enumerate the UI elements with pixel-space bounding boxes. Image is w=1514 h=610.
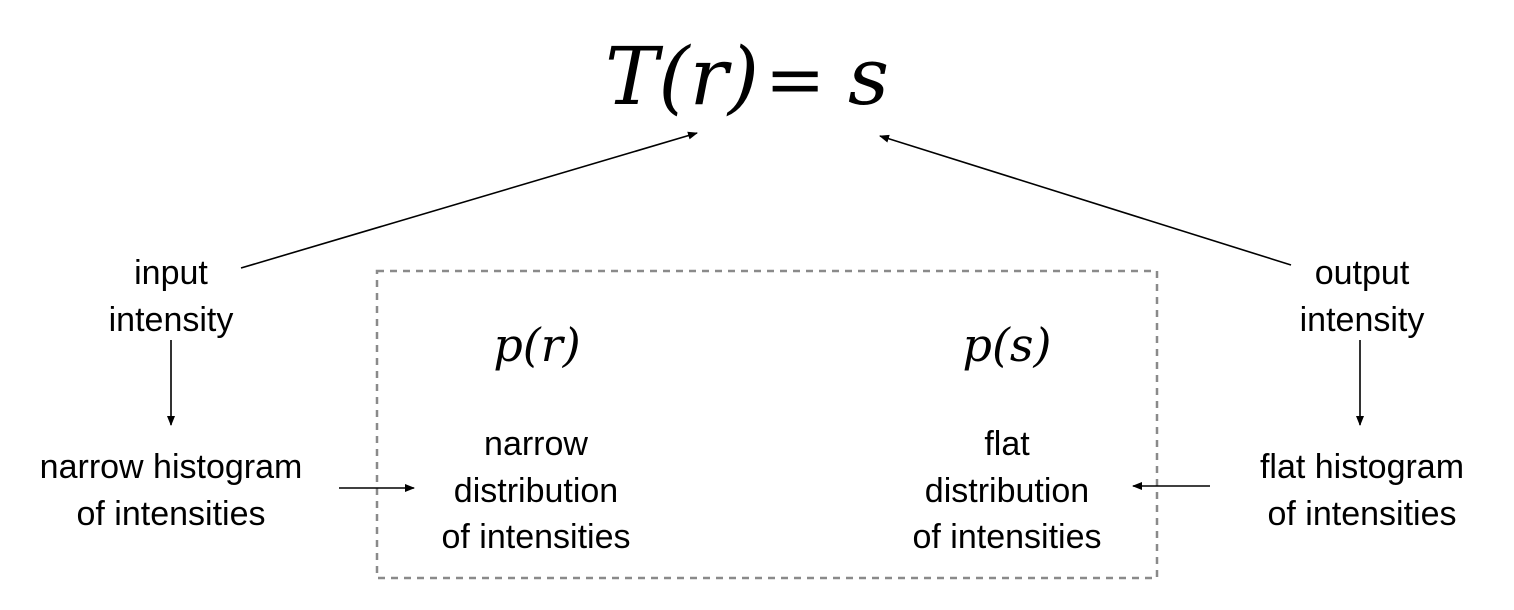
flat-histogram-line2: of intensities <box>1268 495 1457 533</box>
output-intensity-line1: output <box>1315 254 1410 292</box>
output-intensity-line2: intensity <box>1300 301 1425 339</box>
arrow-output-to-equation <box>879 134 1292 266</box>
input-distribution-group: p(r) narrow distribution of intensities <box>442 318 631 556</box>
narrow-histogram-line1: narrow histogram <box>40 448 303 486</box>
distribution-box <box>375 269 1159 580</box>
arrow-input-to-equation <box>240 131 698 269</box>
equation-equals: = <box>765 37 825 121</box>
flat-histogram-line1: flat histogram <box>1260 448 1464 486</box>
flat-distribution-line1: flat <box>984 425 1030 463</box>
input-intensity-line1: input <box>134 254 208 292</box>
output-intensity-label: output intensity <box>1300 254 1425 339</box>
equation-lhs: T(r) <box>605 30 759 123</box>
flat-distribution-line2: distribution <box>925 472 1089 510</box>
narrow-distribution-line1: narrow <box>484 425 588 463</box>
equation-rhs: s <box>848 30 889 123</box>
transform-equation: T(r) = s <box>605 30 889 123</box>
flat-distribution-line3: of intensities <box>913 518 1102 556</box>
narrow-histogram-label: narrow histogram of intensities <box>40 448 303 533</box>
p-of-r-symbol: p(r) <box>493 318 580 372</box>
output-distribution-group: p(s) flat distribution of intensities <box>913 318 1102 556</box>
narrow-histogram-line2: of intensities <box>77 495 266 533</box>
narrow-distribution-line3: of intensities <box>442 518 631 556</box>
flat-histogram-label: flat histogram of intensities <box>1260 448 1464 533</box>
p-of-s-symbol: p(s) <box>963 318 1052 372</box>
input-intensity-line2: intensity <box>109 301 234 339</box>
input-intensity-label: input intensity <box>109 254 234 339</box>
narrow-distribution-line2: distribution <box>454 472 618 510</box>
